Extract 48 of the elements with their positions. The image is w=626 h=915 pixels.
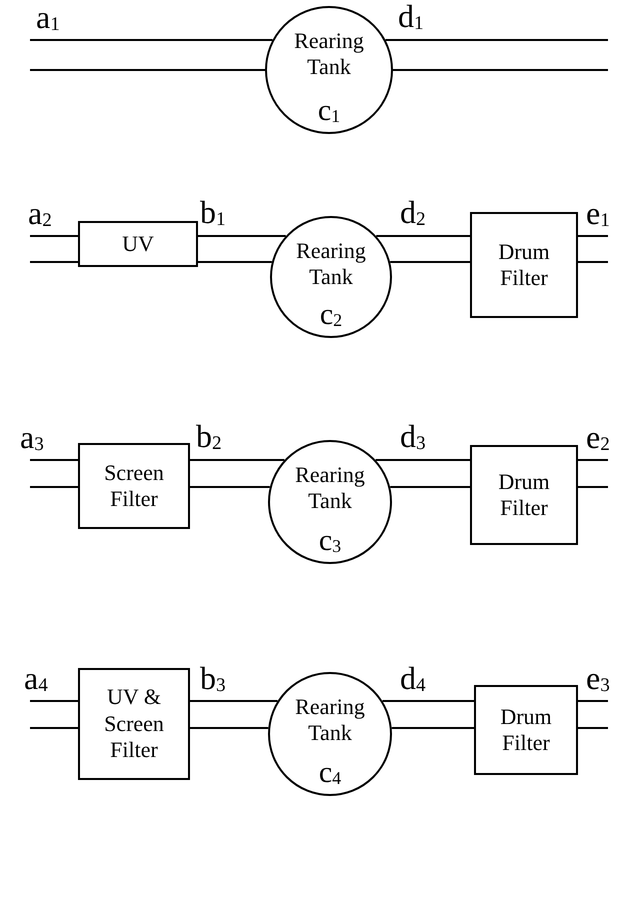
node-label: Drum Filter [497, 468, 551, 522]
process-box [474, 685, 578, 775]
point-label: d$_{1}$ [398, 0, 424, 34]
pipe-line [197, 235, 287, 263]
point-label: d$_{2}$ [400, 196, 426, 230]
tank-circle [265, 6, 393, 134]
process-box [470, 212, 578, 318]
pipe-line [189, 459, 286, 488]
point-label: a$_{2}$ [28, 197, 52, 230]
pipe-line [384, 39, 609, 71]
node-label: Rearing Tank [294, 462, 366, 515]
process-box [78, 443, 190, 529]
point-label: e$_{1}$ [586, 197, 610, 230]
point-label: a$_{1}$ [36, 1, 60, 34]
point-label: d$_{4}$ [400, 662, 426, 696]
tank-circle [270, 216, 392, 338]
node-label: Rearing Tank [293, 28, 365, 81]
process-box [78, 221, 198, 267]
process-box [78, 668, 190, 780]
point-label: a$_{4}$ [24, 662, 48, 696]
node-label: Drum Filter [499, 704, 553, 756]
pipe-line [577, 235, 609, 263]
point-label: e$_{2}$ [586, 421, 610, 454]
node-label: UV [122, 230, 154, 258]
pipe-line [577, 459, 609, 488]
point-label: a$_{3}$ [20, 421, 44, 454]
point-label: b$_{1}$ [200, 196, 226, 230]
pipe-line [375, 235, 471, 263]
node-label: Screen Filter [103, 460, 165, 512]
node-label: Drum Filter [497, 238, 551, 292]
tank-circle [268, 672, 392, 796]
pipe-line [382, 700, 475, 729]
node-label: UV & Screen Filter [103, 684, 165, 764]
pipe-line [374, 459, 471, 488]
tank-circle [268, 440, 392, 564]
point-label: e$_{3}$ [586, 662, 610, 696]
pipe-line [29, 459, 79, 488]
point-label: b$_{3}$ [200, 662, 226, 696]
pipe-line [29, 235, 79, 263]
point-label: b$_{2}$ [196, 420, 222, 454]
process-box [470, 445, 578, 545]
pipe-line [29, 39, 274, 71]
pipe-line [189, 700, 278, 729]
node-label: Rearing Tank [295, 238, 367, 291]
point-label: d$_{3}$ [400, 420, 426, 454]
pipe-line [29, 700, 79, 729]
node-label: Rearing Tank [294, 694, 366, 747]
pipe-line [577, 700, 609, 729]
